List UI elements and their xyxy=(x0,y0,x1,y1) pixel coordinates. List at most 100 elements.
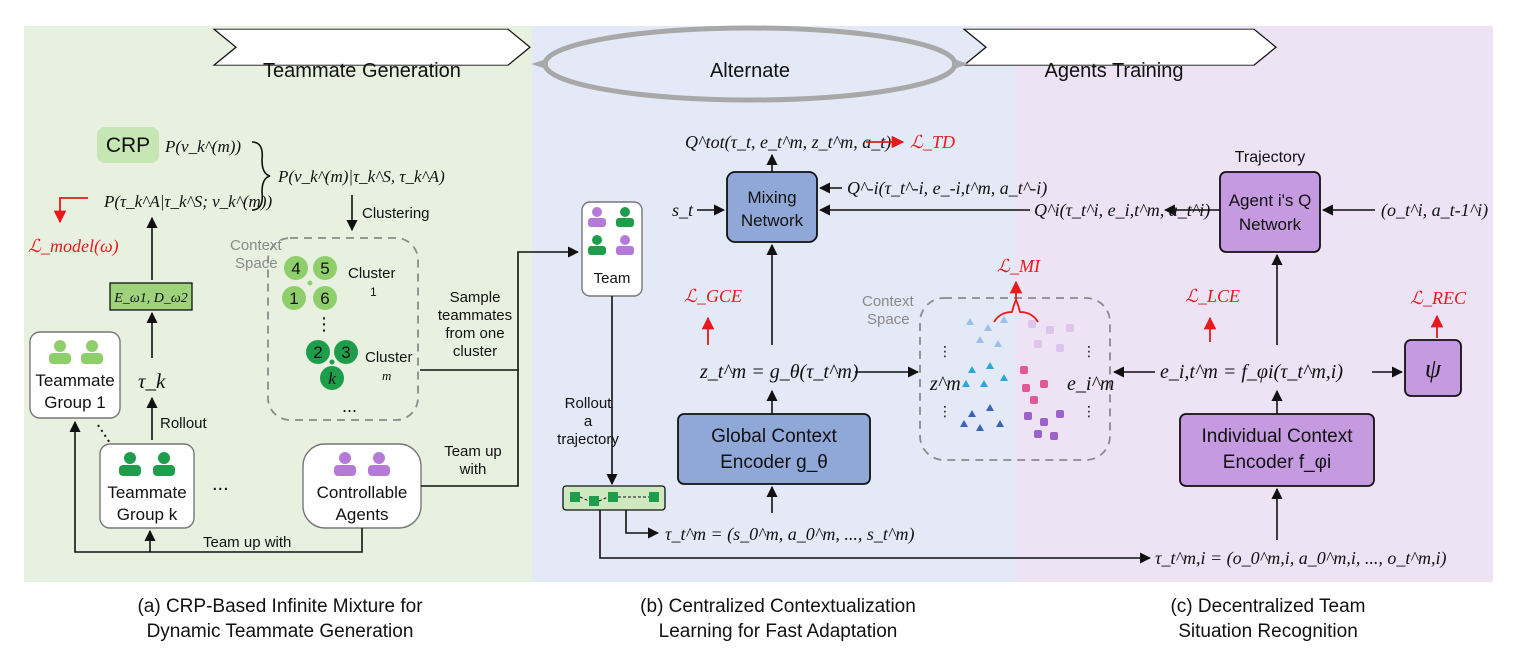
l-model-arrow xyxy=(53,197,88,224)
cluster-1-node-label: 4 xyxy=(291,259,300,278)
teammate-group-k-icon xyxy=(119,452,175,476)
tau-k-label: τ_k xyxy=(138,369,166,393)
caption-c-line-1: (c) Decentralized Team xyxy=(1170,596,1365,617)
tau-mi-label: τ_t^m,i = (o_0^m,i, a_0^m,i, ..., o_t^m,… xyxy=(1155,548,1446,569)
rollout-label: Rollout xyxy=(160,415,208,432)
trajectory-strip-icon xyxy=(570,492,659,506)
banner-agents-training-label: Agents Training xyxy=(1045,60,1184,82)
cluster-1-node-label: 5 xyxy=(320,259,329,278)
cluster-1: 4 5 1 6 xyxy=(282,256,337,310)
banner-agents-training: Agents Training xyxy=(962,28,1277,82)
team-label: Team xyxy=(594,270,631,287)
context-space-b-label-2: Space xyxy=(867,311,910,328)
panel-c-background xyxy=(1015,26,1493,582)
cluster-1-node xyxy=(313,256,337,280)
cluster-m-node xyxy=(334,340,358,364)
q-minus-i-label: Q^-i(τ_t^-i, e_-i,t^m, a_t^-i) xyxy=(847,178,1047,199)
q-i-label: Q^i(τ_t^i, e_i,t^m, a_t^i) xyxy=(1034,200,1210,221)
cluster-m-node-label: 3 xyxy=(341,343,350,362)
z-m-label: z^m xyxy=(929,373,961,395)
sample-arrow-to-team xyxy=(420,246,580,371)
context-embedding-points xyxy=(960,316,1074,440)
psi-label: ψ xyxy=(1425,354,1442,383)
clustering-label: Clustering xyxy=(362,205,430,222)
global-context-encoder-label-1: Global Context xyxy=(711,426,837,447)
cluster-1-index: 1 xyxy=(370,285,377,299)
context-space-a-label-2: Space xyxy=(235,255,278,272)
context-space-a-label-1: Context xyxy=(230,237,283,254)
teammate-group-1-label-2: Group 1 xyxy=(44,393,105,412)
team-icon xyxy=(588,207,634,255)
mixing-network-box xyxy=(726,171,818,243)
crp-label: CRP xyxy=(106,134,150,157)
cluster-m-node xyxy=(306,340,330,364)
rollout-trajectory-label-2: a xyxy=(584,413,593,430)
cluster-1-node xyxy=(313,286,337,310)
global-context-encoder-box xyxy=(677,413,871,485)
arrow-to-tau-m xyxy=(625,510,660,539)
team-up-label-2: with xyxy=(459,461,487,478)
encoder-decoder-label: E_ω1, D_ω2 xyxy=(113,291,187,306)
banner-teammate-generation-label: Teammate Generation xyxy=(263,60,461,82)
context-dots-left-2: ⋮ xyxy=(938,403,952,419)
sample-label-1: Sample xyxy=(450,289,501,306)
context-dots-vertical: ⋮ xyxy=(315,314,333,334)
cluster-m-node-label: 2 xyxy=(313,343,322,362)
teammate-group-k-label-2: Group k xyxy=(117,505,178,524)
l-lce-label: ℒ_LCE xyxy=(1185,286,1240,306)
obs-label: (o_t^i, a_t-1^i) xyxy=(1381,200,1488,221)
l-td-label: ℒ_TD xyxy=(910,132,955,152)
teammate-group-1-icon xyxy=(49,340,103,364)
groups-ellipsis: ... xyxy=(212,473,229,495)
q-tot-label: Q^tot(τ_t, e_t^m, z_t^m, a_t) xyxy=(685,132,891,153)
cluster-m-index: m xyxy=(382,368,391,383)
individual-context-encoder-label-2: Encoder f_φi xyxy=(1223,452,1331,473)
agent-q-network-box xyxy=(1219,171,1321,253)
cluster-1-label: Cluster xyxy=(348,265,396,282)
individual-context-encoder-label-1: Individual Context xyxy=(1201,426,1353,447)
p-tau-label: P(τ_k^A|τ_k^S; v_k^(m)) xyxy=(103,192,272,211)
trajectory-label: Trajectory xyxy=(1235,149,1306,166)
cluster-1-node xyxy=(284,256,308,280)
p-posterior-label: P(v_k^(m)|τ_k^S, τ_k^A) xyxy=(277,167,445,186)
mixing-network-label-2: Network xyxy=(741,211,804,230)
l-rec-label: ℒ_REC xyxy=(1410,288,1467,308)
team-up-loop-to-group-1 xyxy=(69,420,363,553)
controllable-agents-label-1: Controllable xyxy=(317,483,408,502)
cluster-1-node-label: 1 xyxy=(289,289,298,308)
sample-label-2: teammates xyxy=(438,307,512,324)
context-space-a xyxy=(267,237,419,421)
global-context-encoder-label-2: Encoder g_θ xyxy=(720,452,828,473)
crp-box xyxy=(97,127,159,163)
team-up-label-1: Team up xyxy=(444,443,502,460)
caption-c-line-2: Situation Recognition xyxy=(1178,621,1358,642)
teammate-group-k-label-1: Teammate xyxy=(107,483,186,502)
mixing-network-label-1: Mixing xyxy=(747,188,796,207)
team-up-arrow xyxy=(421,370,519,487)
context-space-b-label-1: Context xyxy=(862,293,915,310)
rollout-trajectory-label-1: Rollout xyxy=(565,395,613,412)
l-mi-label: ℒ_MI xyxy=(997,256,1041,276)
sample-label-4: cluster xyxy=(453,343,497,360)
rollout-trajectory-label-3: trajectory xyxy=(557,431,619,448)
psi-box xyxy=(1404,339,1462,397)
brace xyxy=(251,141,271,211)
alternate-loop: Alternate xyxy=(531,25,969,103)
cluster-m: 2 3 k xyxy=(306,340,358,390)
cluster-1-node xyxy=(282,286,306,310)
e-i-m-label: e_i^m xyxy=(1067,373,1114,395)
s-t-label: s_t xyxy=(672,200,694,220)
controllable-agents-label-2: Agents xyxy=(336,505,389,524)
teammate-group-1-label-1: Teammate xyxy=(35,371,114,390)
tau-m-label: τ_t^m = (s_0^m, a_0^m, ..., s_t^m) xyxy=(665,524,914,545)
agent-q-network-label-1: Agent i's Q xyxy=(1229,191,1312,210)
cluster-m-label: Cluster xyxy=(365,349,413,366)
arrow-to-tau-mi xyxy=(599,510,1152,564)
encoder-decoder-box xyxy=(109,282,193,311)
cluster-m-node-label: k xyxy=(328,369,336,388)
sample-label-3: from one xyxy=(445,325,504,342)
cluster-1-node-label: 6 xyxy=(320,289,329,308)
team-up-with-bottom-label: Team up with xyxy=(203,534,291,551)
controllable-agents-icon xyxy=(334,452,390,476)
